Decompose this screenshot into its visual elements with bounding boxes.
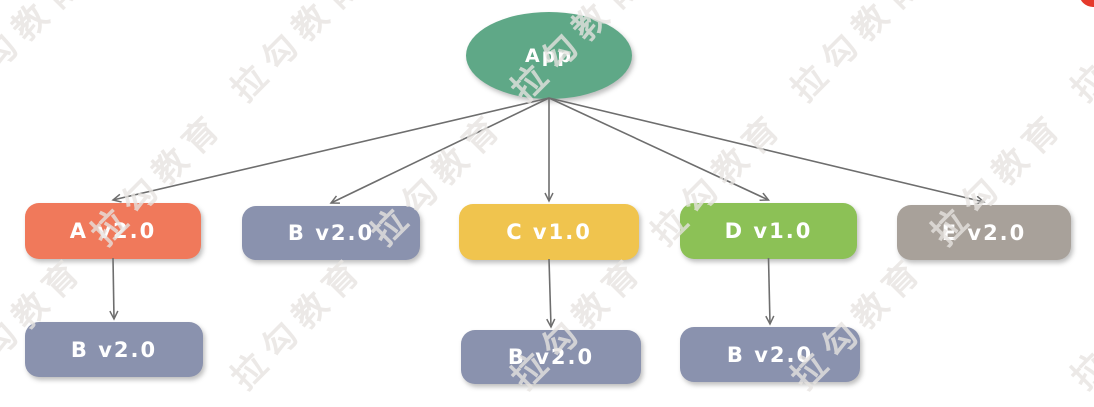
edge-arrow [548, 97, 984, 202]
node-app: App [466, 12, 632, 99]
watermark-text: 拉勾教育 [783, 0, 934, 110]
brand-dot-icon [1079, 0, 1094, 7]
edge-arrow [769, 257, 771, 324]
node-b-v2-under-c-label: B v2.0 [507, 345, 595, 369]
node-b-v2-under-d: B v2.0 [680, 327, 860, 382]
edge-arrow [548, 97, 769, 200]
node-c-v1: C v1.0 [459, 204, 639, 260]
node-a-v2-label: A v2.0 [69, 219, 157, 243]
watermark-text: 拉勾教育 [0, 0, 94, 110]
edge-arrow [113, 97, 550, 200]
watermark-text: 拉勾教育 [223, 0, 374, 110]
node-c-v1-label: C v1.0 [506, 220, 592, 244]
edge-arrow [331, 97, 550, 203]
watermark-text: 拉勾教育 [1063, 0, 1094, 110]
node-b-v2-under-a-label: B v2.0 [70, 337, 158, 362]
node-b-v2-under-d-label: B v2.0 [726, 342, 814, 367]
watermark-text: 拉勾教育 [223, 248, 374, 398]
node-d-v1: D v1.0 [680, 203, 857, 259]
node-app-label: App [525, 44, 573, 67]
node-a-v2: A v2.0 [25, 203, 201, 259]
node-e-v2-label: E v2.0 [941, 220, 1027, 245]
node-d-v1-label: D v1.0 [724, 219, 813, 243]
node-b-v2: B v2.0 [242, 206, 420, 260]
node-b-v2-label: B v2.0 [287, 221, 375, 245]
node-e-v2: E v2.0 [897, 205, 1071, 260]
watermark-text: 拉勾教育 [1063, 248, 1094, 398]
node-b-v2-under-c: B v2.0 [461, 330, 641, 384]
edge-arrow [549, 258, 551, 327]
edge-arrow [113, 257, 114, 319]
node-b-v2-under-a: B v2.0 [25, 322, 203, 377]
